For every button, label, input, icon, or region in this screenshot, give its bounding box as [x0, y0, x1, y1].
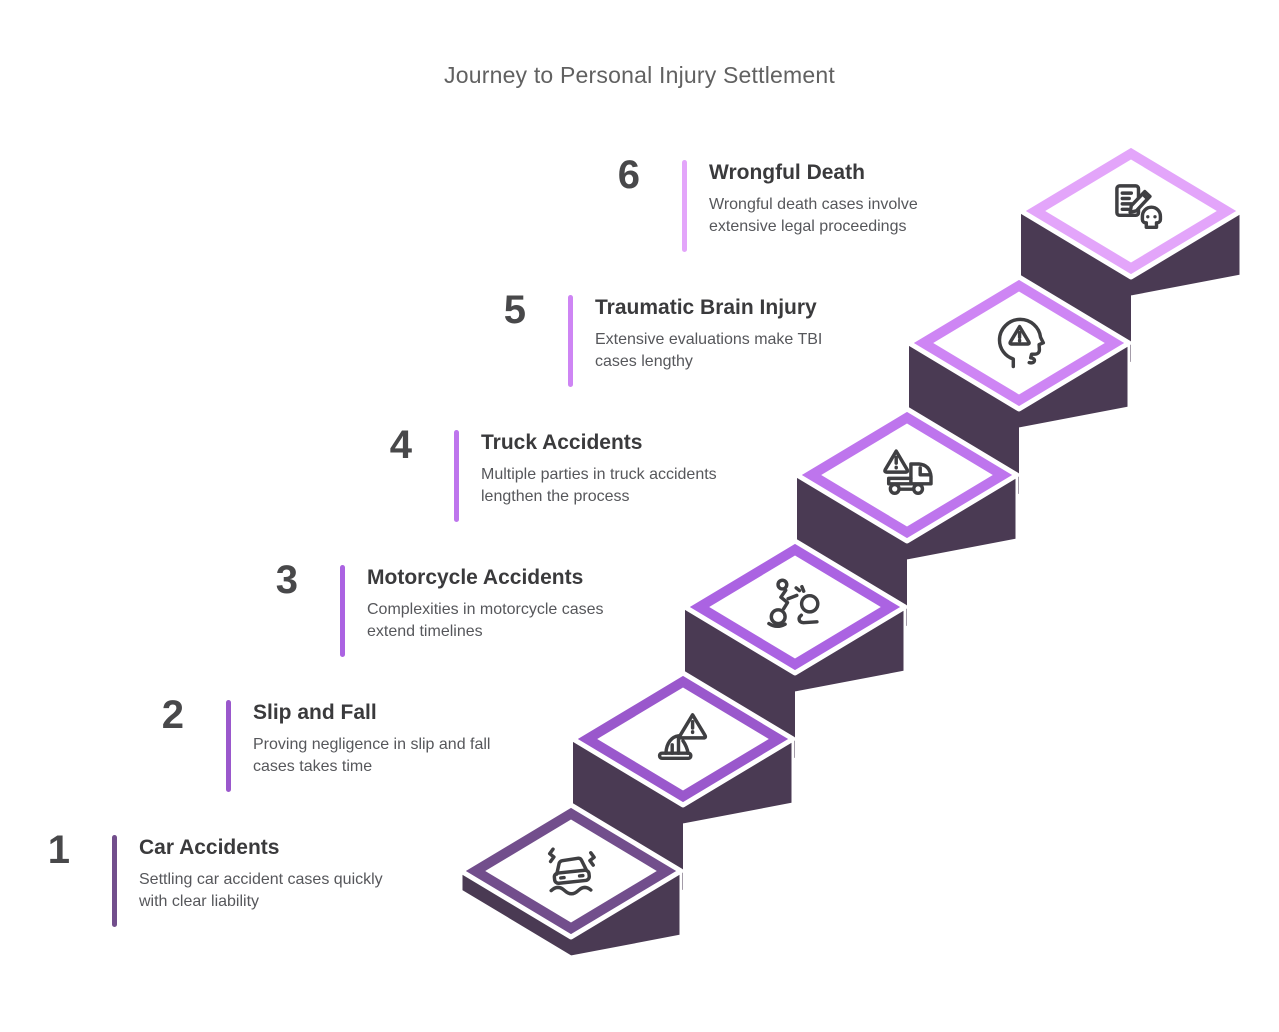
step-description: Multiple parties in truck accidents leng… [481, 466, 717, 505]
step-accent-bar [340, 565, 345, 657]
step-number: 6 [617, 153, 640, 197]
step-4-diamond-face [821, 423, 993, 527]
step-title: Traumatic Brain Injury [595, 296, 817, 319]
step-text-block: Car Accidents Settling car accident case… [139, 835, 383, 912]
step-description: Settling car accident cases quickly with… [139, 871, 383, 910]
step-accent-bar [112, 835, 117, 927]
step-number: 5 [503, 288, 526, 332]
step-row-1: 1 Car Accidents Settling car accident ca… [36, 829, 416, 927]
step-row-6: 6 Wrongful Death Wrongful death cases in… [606, 154, 986, 252]
step-number: 3 [275, 558, 298, 602]
step-3-diamond-face [709, 555, 881, 659]
step-text-block: Slip and Fall Proving negligence in slip… [253, 700, 490, 777]
step-6-riser-face [1021, 211, 1131, 362]
step-number: 1 [47, 828, 70, 872]
step-accent-bar [568, 295, 573, 387]
step-number: 4 [389, 423, 412, 467]
step-description: Wrongful death cases involve extensive l… [709, 196, 918, 235]
step-row-5: 5 Traumatic Brain Injury Extensive evalu… [492, 289, 872, 387]
step-row-2: 2 Slip and Fall Proving negligence in sl… [150, 694, 530, 792]
step-accent-bar [226, 700, 231, 792]
step-row-3: 3 Motorcycle Accidents Complexities in m… [264, 559, 644, 657]
step-text-block: Motorcycle Accidents Complexities in mot… [367, 565, 604, 642]
step-accent-bar [682, 160, 687, 252]
step-row-4: 4 Truck Accidents Multiple parties in tr… [378, 424, 758, 522]
step-title: Wrongful Death [709, 161, 865, 184]
step-number: 2 [161, 693, 184, 737]
step-accent-bar [454, 430, 459, 522]
diagram-title: Journey to Personal Injury Settlement [444, 62, 835, 88]
step-3-riser-face [685, 607, 795, 758]
step-text-block: Truck Accidents Multiple parties in truc… [481, 430, 717, 507]
step-2-riser-face [573, 739, 683, 890]
step-description: Extensive evaluations make TBI cases len… [595, 331, 823, 370]
step-5-riser-face [909, 343, 1019, 494]
step-text-block: Traumatic Brain Injury Extensive evaluat… [595, 295, 822, 372]
step-title: Slip and Fall [253, 701, 377, 724]
step-description: Complexities in motorcycle cases extend … [367, 601, 604, 640]
step-title: Car Accidents [139, 836, 280, 859]
step-text-block: Wrongful Death Wrongful death cases invo… [709, 160, 918, 237]
step-4-riser-face [797, 475, 907, 626]
step-title: Motorcycle Accidents [367, 566, 584, 589]
step-title: Truck Accidents [481, 431, 643, 454]
step-description: Proving negligence in slip and fall case… [253, 736, 491, 775]
